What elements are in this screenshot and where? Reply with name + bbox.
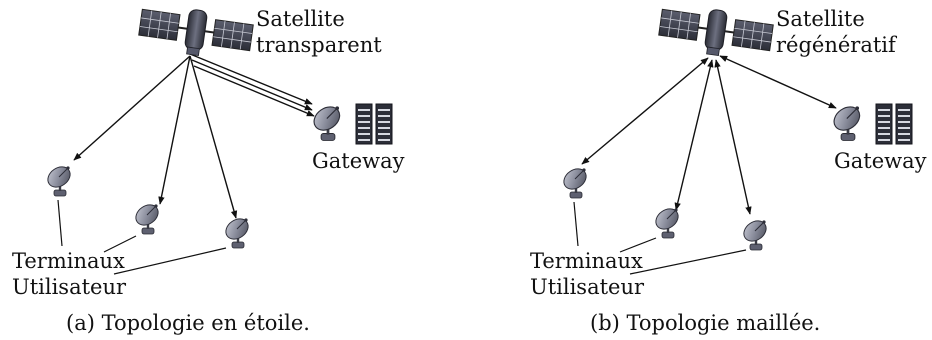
link-sat-to-terminal-2 [158, 55, 191, 205]
terminal-3-dish-icon [220, 213, 254, 250]
gateway-dish-icon [308, 100, 346, 142]
caption-b: (b) Topologie maillée. [590, 311, 820, 335]
terminals-label-line1: Terminaux [12, 249, 125, 273]
panel-a: Satellite transparent Gateway Terminaux … [12, 1, 405, 335]
link-sat-to-gateway-2 [191, 59, 313, 111]
pointer-line-terminal-b2 [619, 237, 657, 253]
panel-a-links [73, 53, 315, 219]
satellite-icon [136, 1, 256, 64]
pointer-line-terminal-b3 [629, 249, 747, 275]
satellite-label-line2: transparent [256, 33, 382, 57]
pointer-line-terminal-b1 [573, 201, 579, 247]
terminal-2-dish-icon [130, 199, 164, 236]
pointer-line-terminal-2 [103, 235, 137, 253]
link-sat-to-gateway-3 [193, 65, 315, 117]
link-terminal-3-sat [714, 59, 752, 215]
gateway-label: Gateway [312, 149, 405, 173]
terminals-b-label-line1: Terminaux [530, 249, 643, 273]
link-terminal-1-sat [581, 57, 709, 165]
satellite-icon-b [656, 1, 776, 64]
satellite-b-label-line1: Satellite [776, 7, 865, 31]
satellite-b-label-line2: régénératif [776, 33, 898, 57]
link-sat-to-terminal-3 [189, 55, 238, 219]
pointer-line-terminal-3 [113, 247, 227, 275]
terminals-b-label-line2: Utilisateur [530, 275, 645, 299]
link-terminal-2-sat [674, 59, 714, 211]
link-sat-to-terminal-1 [73, 55, 191, 161]
link-sat-to-gateway-1 [189, 53, 313, 105]
terminal-b3-dish-icon [738, 215, 772, 252]
panel-b: Satellite régénératif Gateway Terminaux … [530, 1, 927, 335]
terminals-label-line2: Utilisateur [12, 275, 127, 299]
terminal-1-dish-icon [42, 161, 76, 198]
terminal-b2-dish-icon [650, 203, 684, 240]
pointer-line-terminal-1 [57, 199, 63, 247]
gateway-b-label: Gateway [834, 149, 927, 173]
caption-a: (a) Topologie en étoile. [66, 311, 310, 335]
panel-b-links [581, 55, 837, 215]
link-gateway-sat [719, 55, 837, 109]
terminal-b1-dish-icon [558, 163, 592, 200]
gateway-b-server-icon [875, 103, 913, 145]
gateway-server-icon [355, 103, 393, 145]
satellite-label-line1: Satellite [256, 7, 345, 31]
